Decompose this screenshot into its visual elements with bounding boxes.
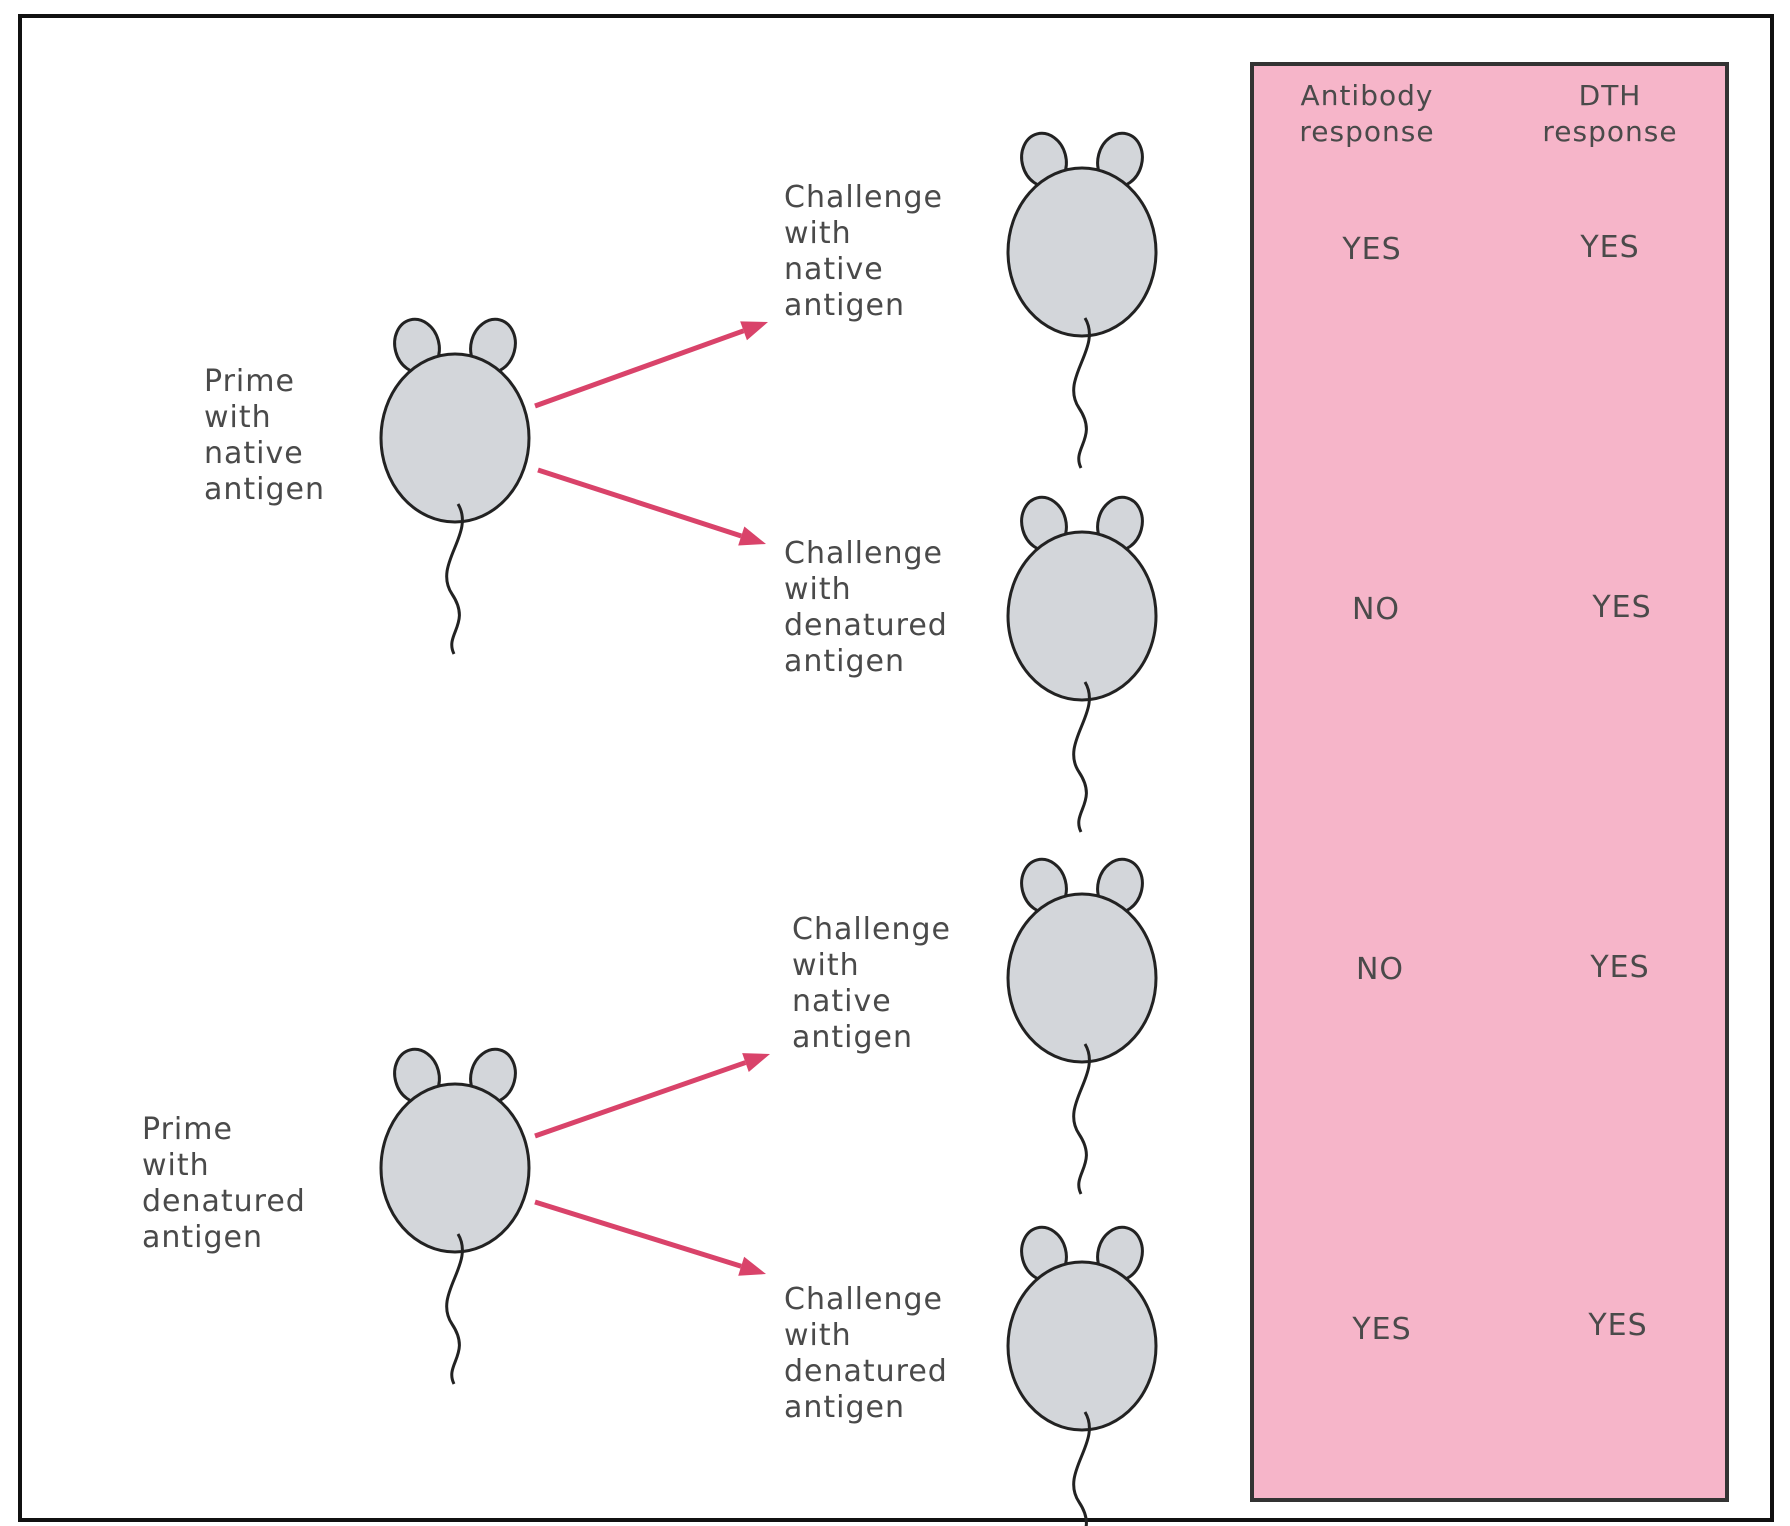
header-line: response <box>1299 115 1435 148</box>
prime-label-line: native <box>204 436 304 471</box>
dth-result-4: YES <box>1588 1308 1648 1343</box>
challenge-label-line: Challenge <box>784 1282 943 1317</box>
mouse-body <box>1006 1260 1158 1432</box>
mouse-tail <box>1072 681 1091 833</box>
response-panel <box>1250 62 1729 1502</box>
challenge-label-line: with <box>784 1318 852 1353</box>
header-line: Antibody <box>1300 79 1434 112</box>
antibody-response-header: Antibody response <box>1262 78 1472 150</box>
arrows-layer <box>534 321 770 1276</box>
challenge-label-3: Challenge with native antigen <box>792 912 951 1056</box>
challenge-label-line: antigen <box>784 644 906 679</box>
mouse-tail <box>1072 317 1091 469</box>
figure-frame <box>18 14 1774 1522</box>
dth-response-header: DTH response <box>1505 78 1715 150</box>
prime-label-line: antigen <box>204 472 326 507</box>
prime-label-line: Prime <box>204 364 295 399</box>
arrow-shaft <box>537 467 743 539</box>
antibody-result-4: YES <box>1352 1312 1412 1347</box>
mouse-tail <box>1072 1043 1091 1195</box>
mouse-tail <box>1072 1411 1091 1526</box>
arrow-shaft <box>534 328 745 409</box>
challenge-label-line: antigen <box>784 1390 906 1425</box>
antibody-result-1: YES <box>1342 232 1402 267</box>
challenge-label-line: Challenge <box>792 912 951 947</box>
mouse-body <box>379 352 531 524</box>
prime-label-line: antigen <box>142 1220 264 1255</box>
mouse-body <box>1006 530 1158 702</box>
arrow-head <box>742 1053 770 1073</box>
arrow-shaft <box>534 1060 747 1139</box>
prime-label-line: Prime <box>142 1112 233 1147</box>
header-line: DTH <box>1578 79 1642 112</box>
prime-mouse-denatured <box>379 1047 531 1385</box>
mouse-tail <box>445 1233 464 1385</box>
antibody-result-2: NO <box>1351 592 1401 627</box>
challenge-label-line: native <box>792 984 892 1019</box>
challenge-label-line: with <box>784 572 852 607</box>
mouse-body <box>1006 892 1158 1064</box>
mice-layer <box>379 131 1158 1526</box>
prime-label-line: with <box>204 400 272 435</box>
challenge-label-line: antigen <box>784 288 906 323</box>
arrow-to-challenge-2 <box>537 467 766 546</box>
challenge-label-line: with <box>784 216 852 251</box>
arrow-shaft <box>534 1199 742 1269</box>
arrow-head <box>740 321 768 341</box>
arrow-head <box>738 526 766 546</box>
prime-label-line: denatured <box>142 1184 306 1219</box>
mouse-tail <box>445 503 464 655</box>
challenge-mouse-2 <box>1006 495 1158 833</box>
prime-label-line: with <box>142 1148 210 1183</box>
challenge-label-4: Challenge with denatured antigen <box>784 1282 948 1426</box>
arrow-to-challenge-1 <box>534 321 768 409</box>
dth-result-3: YES <box>1590 950 1650 985</box>
arrow-to-challenge-3 <box>534 1053 770 1139</box>
arrow-to-challenge-4 <box>534 1199 766 1276</box>
header-line: response <box>1542 115 1678 148</box>
challenge-mouse-4 <box>1006 1225 1158 1526</box>
dth-result-2: YES <box>1592 590 1652 625</box>
mouse-body <box>379 1082 531 1254</box>
prime-label-native: Prime with native antigen <box>204 364 325 508</box>
challenge-label-line: Challenge <box>784 536 943 571</box>
challenge-label-line: native <box>784 252 884 287</box>
challenge-label-line: with <box>792 948 860 983</box>
challenge-mouse-1 <box>1006 131 1158 469</box>
mouse-body <box>1006 166 1158 338</box>
antibody-result-3: NO <box>1355 952 1405 987</box>
challenge-mouse-3 <box>1006 857 1158 1195</box>
challenge-label-line: denatured <box>784 1354 948 1389</box>
challenge-label-1: Challenge with native antigen <box>784 180 943 324</box>
prime-label-denatured: Prime with denatured antigen <box>142 1112 306 1256</box>
challenge-label-line: Challenge <box>784 180 943 215</box>
challenge-label-line: antigen <box>792 1020 914 1055</box>
challenge-label-2: Challenge with denatured antigen <box>784 536 948 680</box>
arrow-head <box>738 1256 766 1276</box>
dth-result-1: YES <box>1580 230 1640 265</box>
prime-mouse-native <box>379 317 531 655</box>
challenge-label-line: denatured <box>784 608 948 643</box>
